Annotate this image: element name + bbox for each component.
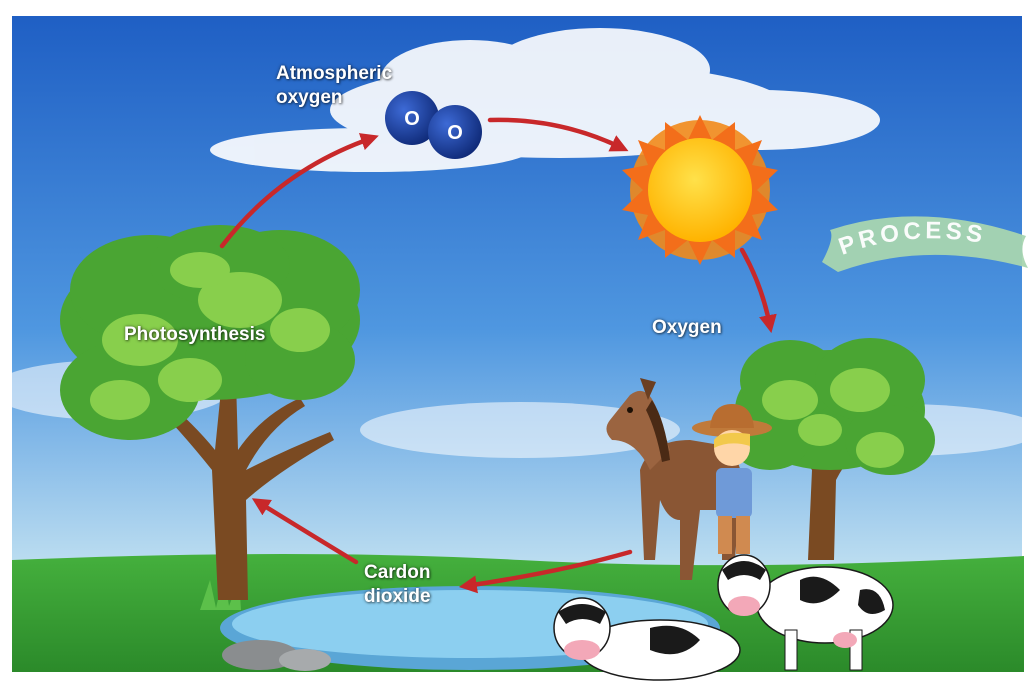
photosynthesis-label: Photosynthesis — [124, 323, 265, 347]
carbon-dioxide-line-2: dioxide — [364, 586, 431, 607]
atmospheric-oxygen-line-2: oxygen — [276, 87, 343, 108]
oxygen-atom-2: O — [447, 122, 463, 144]
atmospheric-oxygen-line-1: Atmospheric — [276, 63, 392, 84]
oxygen-atom-1: O — [404, 108, 420, 130]
carbon-dioxide-label: Cardon dioxide — [364, 561, 431, 609]
atmospheric-oxygen-label: Atmospheric oxygen — [276, 62, 392, 110]
carbon-dioxide-line-1: Cardon — [364, 562, 431, 583]
oxygen-label: Oxygen — [652, 316, 722, 340]
